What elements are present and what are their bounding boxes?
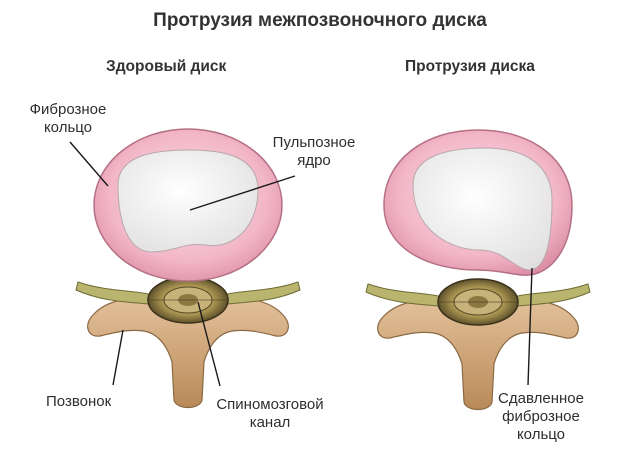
diagram-title: Протрузия межпозвоночного диска — [0, 10, 640, 32]
label-vertebra: Позвонок — [46, 393, 111, 411]
healthy-nucleus — [118, 150, 258, 252]
label-compressed-annulus: Сдавленное фиброзное кольцо — [486, 390, 596, 444]
label-annulus: Фиброзное кольцо — [12, 101, 124, 137]
protrusion-disc-heading: Протрузия диска — [405, 58, 535, 76]
healthy-disc-heading: Здоровый диск — [106, 58, 226, 76]
healthy-vertebra — [76, 277, 300, 408]
label-nucleus: Пульпозное ядро — [258, 134, 370, 170]
label-spinal-canal: Спиномозговой канал — [200, 396, 340, 432]
